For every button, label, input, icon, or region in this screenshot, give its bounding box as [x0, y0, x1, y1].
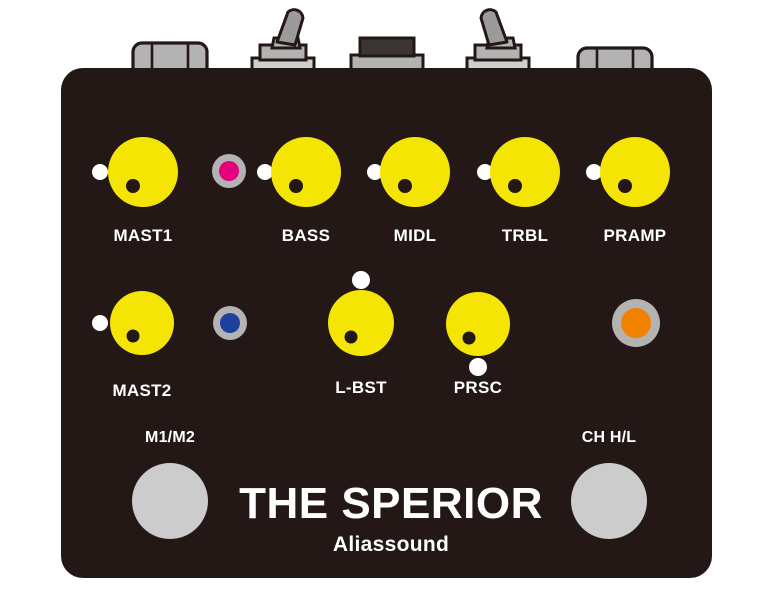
led-trbl [477, 164, 493, 180]
knob-indicator [289, 179, 303, 193]
led-lbst [352, 271, 370, 289]
knob-prsc[interactable] [446, 292, 510, 376]
knob-row-2 [92, 271, 660, 376]
knob-pramp[interactable] [586, 137, 670, 207]
knob-indicator [398, 179, 412, 193]
knob-mast1[interactable] [92, 137, 178, 207]
top-hardware-group [131, 8, 654, 75]
footswitch-group [132, 463, 647, 539]
led-prsc [469, 358, 487, 376]
led-bass [257, 164, 273, 180]
knob-indicator [344, 330, 358, 344]
led-magenta [212, 154, 246, 188]
led-blue [213, 306, 247, 340]
knob-midl[interactable] [367, 137, 450, 207]
knob-indicator [508, 179, 522, 193]
knob-row-1 [92, 137, 670, 207]
toggle-right[interactable] [465, 8, 531, 74]
knob-bass[interactable] [257, 137, 341, 207]
jack-center[interactable] [349, 36, 425, 74]
footswitch-ch-hl[interactable] [571, 463, 647, 539]
knob-indicator [618, 179, 632, 193]
toggle-left[interactable] [250, 8, 316, 74]
led-orange [612, 299, 660, 347]
led-pramp [586, 164, 602, 180]
knob-indicator [126, 179, 140, 193]
led-mast2 [92, 315, 108, 331]
knob-mast2[interactable] [92, 291, 174, 355]
knob-lbst[interactable] [328, 271, 394, 356]
knob-indicator [462, 331, 476, 345]
knob-trbl[interactable] [477, 137, 560, 207]
led-midl [367, 164, 383, 180]
knob-indicator [126, 329, 140, 343]
jack-left[interactable] [131, 41, 209, 72]
led-mast1 [92, 164, 108, 180]
footswitch-m1m2[interactable] [132, 463, 208, 539]
